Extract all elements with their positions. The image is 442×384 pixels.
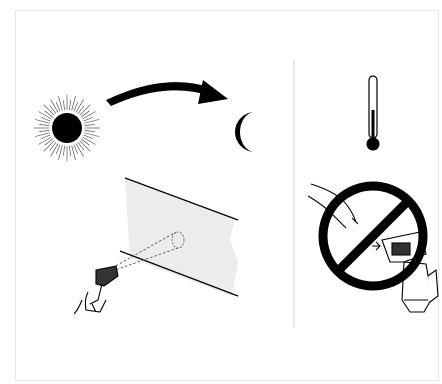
sun-icon: [34, 95, 100, 161]
sun-ray: [85, 130, 95, 131]
sun-ray: [69, 100, 70, 110]
sun-ray: [83, 137, 96, 145]
infrared-thermometer-gun-icon: [74, 266, 118, 314]
sun-ray: [39, 124, 49, 125]
sun-ray: [63, 146, 64, 156]
sun-ray: [76, 99, 84, 112]
sun-ray: [44, 141, 55, 152]
sun-ray: [38, 112, 51, 120]
sun-ray: [44, 105, 55, 116]
sun-ray: [51, 99, 59, 112]
sun-ray: [80, 105, 91, 116]
sun-ray: [51, 144, 59, 157]
crescent-moon-icon: [235, 112, 255, 152]
sun-ray: [69, 146, 70, 156]
target-surface: [120, 178, 238, 296]
sun-ray: [76, 144, 84, 157]
curved-arrow-icon: [106, 80, 228, 106]
sun-ray: [63, 100, 64, 110]
sun-ray: [38, 137, 51, 145]
sun-ray: [80, 141, 91, 152]
sun-ray: [83, 112, 96, 120]
sun-ray: [85, 124, 95, 125]
thermometer-icon: [367, 76, 380, 151]
sun-ray: [39, 130, 49, 131]
